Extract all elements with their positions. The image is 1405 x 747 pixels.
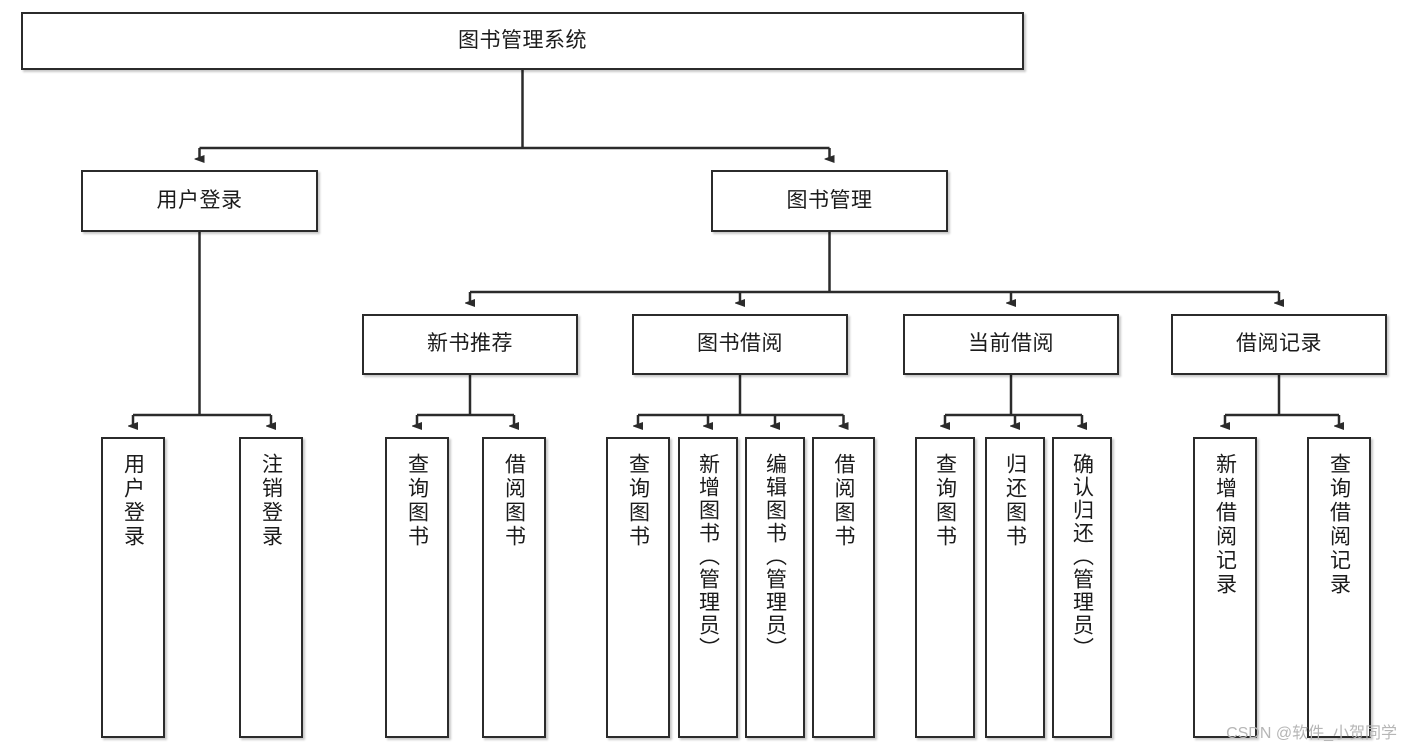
csdn-watermark: CSDN @软件_小贺同学 (1226, 725, 1397, 742)
node-leaf-user-login[interactable]: 用户登录 (101, 437, 165, 738)
node-label: 查询图书 (626, 453, 650, 549)
node-label: 新书推荐 (427, 332, 513, 356)
node-label: 借阅图书 (502, 453, 526, 549)
node-current-borrow[interactable]: 当前借阅 (903, 314, 1119, 375)
node-label: 图书管理系统 (458, 28, 587, 52)
node-label: 借阅图书 (832, 453, 855, 549)
node-leaf-edit-book[interactable]: 编辑图书（管理员） (745, 437, 805, 738)
node-label: 新增借阅记录 (1213, 453, 1237, 597)
node-label: 查询图书 (405, 453, 429, 549)
node-leaf-query-record[interactable]: 查询借阅记录 (1307, 437, 1371, 738)
node-label: 注销登录 (259, 453, 283, 549)
node-root[interactable]: 图书管理系统 (21, 12, 1024, 70)
node-leaf-logout[interactable]: 注销登录 (239, 437, 303, 738)
node-label: 用户登录 (121, 453, 145, 549)
node-leaf-query-book-3[interactable]: 查询图书 (915, 437, 975, 738)
node-borrow-record[interactable]: 借阅记录 (1171, 314, 1387, 375)
node-new-book-recommend[interactable]: 新书推荐 (362, 314, 578, 375)
node-user-login[interactable]: 用户登录 (81, 170, 318, 232)
node-leaf-query-book-1[interactable]: 查询图书 (385, 437, 449, 738)
node-book-manage[interactable]: 图书管理 (711, 170, 948, 232)
node-label: 确认归还（管理员） (1070, 453, 1094, 660)
node-leaf-borrow-book-1[interactable]: 借阅图书 (482, 437, 546, 738)
node-label: 新增图书（管理员） (696, 453, 720, 660)
node-label: 查询借阅记录 (1327, 453, 1351, 597)
node-label: 用户登录 (156, 188, 243, 212)
node-label: 图书管理 (786, 188, 873, 212)
node-label: 图书借阅 (697, 332, 783, 356)
node-book-borrow[interactable]: 图书借阅 (632, 314, 848, 375)
node-label: 当前借阅 (968, 332, 1054, 356)
node-label: 编辑图书（管理员） (763, 453, 787, 660)
node-label: 归还图书 (1003, 453, 1027, 549)
node-leaf-add-book[interactable]: 新增图书（管理员） (678, 437, 738, 738)
node-leaf-confirm-return[interactable]: 确认归还（管理员） (1052, 437, 1112, 738)
node-leaf-query-book-2[interactable]: 查询图书 (606, 437, 670, 738)
node-label: 借阅记录 (1236, 332, 1322, 356)
node-leaf-borrow-book-2[interactable]: 借阅图书 (812, 437, 875, 738)
node-leaf-add-record[interactable]: 新增借阅记录 (1193, 437, 1257, 738)
node-leaf-return-book[interactable]: 归还图书 (985, 437, 1045, 738)
node-label: 查询图书 (933, 453, 957, 549)
